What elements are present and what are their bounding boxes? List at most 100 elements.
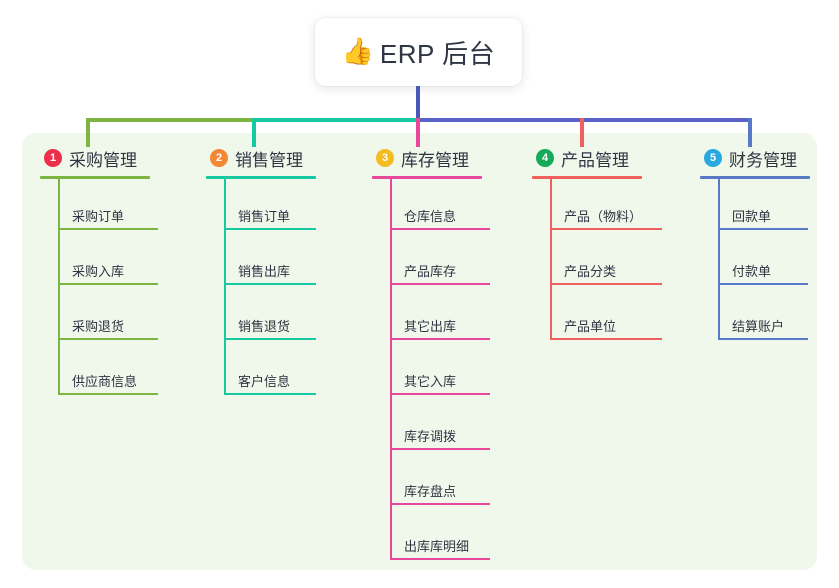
branch-item[interactable]: 仓库信息 — [372, 179, 490, 234]
branch-item[interactable]: 产品库存 — [372, 234, 490, 289]
branch-item-label: 销售订单 — [238, 209, 291, 224]
branch-item-rule — [390, 448, 490, 450]
branch-items: 回款单付款单结算账户 — [700, 179, 810, 344]
branch-drop-line — [252, 118, 256, 147]
bus-segment — [580, 118, 752, 122]
branch-label: 销售管理 — [235, 150, 303, 170]
branch-item[interactable]: 库存调拨 — [372, 399, 490, 454]
branch-drop-line — [580, 118, 584, 147]
branch-item-rule — [718, 283, 808, 285]
branch-header-rule — [700, 176, 810, 179]
branch-column-2: 2 销售管理销售订单销售出库销售退货客户信息 — [206, 146, 316, 399]
branch-label: 库存管理 — [401, 150, 469, 170]
branch-item[interactable]: 其它出库 — [372, 289, 490, 344]
branch-item-rule — [390, 503, 490, 505]
branch-items: 销售订单销售出库销售退货客户信息 — [206, 179, 316, 399]
branch-header-rule — [40, 176, 150, 179]
branch-drop-line — [748, 118, 752, 147]
branch-item-label: 其它出库 — [404, 319, 457, 334]
branch-item-rule — [390, 283, 490, 285]
branch-item-label: 产品库存 — [404, 264, 457, 279]
branch-item[interactable]: 采购入库 — [40, 234, 158, 289]
bus-segment — [416, 118, 584, 122]
branch-header-rule — [532, 176, 642, 179]
branch-item-label: 库存盘点 — [404, 484, 457, 499]
branch-label: 财务管理 — [729, 150, 797, 170]
root-stem-line — [416, 86, 420, 122]
branch-item[interactable]: 付款单 — [700, 234, 810, 289]
branch-header-1[interactable]: 1 采购管理 — [40, 146, 150, 170]
branch-column-3: 3 库存管理仓库信息产品库存其它出库其它入库库存调拨库存盘点出库库明细 — [372, 146, 490, 564]
branch-badge-3: 3 — [376, 149, 394, 167]
branch-item-label: 产品单位 — [564, 319, 617, 334]
branch-item-label: 采购入库 — [72, 264, 125, 279]
branch-item-rule — [718, 338, 808, 340]
branch-item-rule — [58, 338, 158, 340]
branch-spine — [550, 179, 552, 340]
branch-item-label: 产品分类 — [564, 264, 617, 279]
branch-item[interactable]: 回款单 — [700, 179, 810, 234]
root-title: ERP 后台 — [379, 38, 496, 69]
branches-panel — [22, 133, 817, 570]
branch-item[interactable]: 库存盘点 — [372, 454, 490, 509]
branch-item-rule — [224, 228, 316, 230]
branch-items: 采购订单采购入库采购退货供应商信息 — [40, 179, 158, 399]
branch-item[interactable]: 其它入库 — [372, 344, 490, 399]
branch-header-3[interactable]: 3 库存管理 — [372, 146, 482, 170]
branch-item-label: 仓库信息 — [404, 209, 457, 224]
branch-item-rule — [390, 228, 490, 230]
thumbs-up-icon: 👍 — [341, 36, 375, 66]
branch-header-2[interactable]: 2 销售管理 — [206, 146, 316, 170]
branch-items: 产品（物料） 产品分类产品单位 — [532, 179, 662, 344]
branch-item-label: 库存调拨 — [404, 429, 457, 444]
branch-item-rule — [224, 283, 316, 285]
branch-item[interactable]: 产品单位 — [532, 289, 662, 344]
branch-item[interactable]: 产品分类 — [532, 234, 662, 289]
branch-item[interactable]: 采购订单 — [40, 179, 158, 234]
branch-item-rule — [390, 338, 490, 340]
branch-item-rule — [550, 283, 662, 285]
branch-badge-2: 2 — [210, 149, 228, 167]
branch-spine — [390, 179, 392, 560]
branch-item[interactable]: 销售订单 — [206, 179, 316, 234]
branch-item-label: 销售出库 — [238, 264, 291, 279]
branch-item-label: 采购订单 — [72, 209, 125, 224]
branch-item-rule — [550, 338, 662, 340]
branch-item[interactable]: 销售出库 — [206, 234, 316, 289]
branch-item-rule — [224, 393, 316, 395]
branch-label: 采购管理 — [69, 150, 137, 170]
branch-item[interactable]: 供应商信息 — [40, 344, 158, 399]
branch-header-rule — [372, 176, 482, 179]
branch-item[interactable]: 客户信息 — [206, 344, 316, 399]
branch-item-rule — [58, 393, 158, 395]
branch-item-rule — [390, 393, 490, 395]
branch-item-rule — [224, 338, 316, 340]
branch-item[interactable]: 结算账户 — [700, 289, 810, 344]
branch-item-label: 产品（物料） — [564, 209, 643, 224]
branch-item-label: 客户信息 — [238, 374, 291, 389]
branch-item-rule — [550, 228, 662, 230]
branch-item[interactable]: 出库库明细 — [372, 509, 490, 564]
branch-item[interactable]: 产品（物料） — [532, 179, 662, 234]
branch-item-label: 回款单 — [732, 209, 772, 224]
branch-item-label: 结算账户 — [732, 319, 785, 334]
branch-badge-4: 4 — [536, 149, 554, 167]
branch-item-label: 采购退货 — [72, 319, 125, 334]
bus-segment — [252, 118, 420, 122]
branch-spine — [224, 179, 226, 395]
branch-drop-line — [86, 118, 90, 147]
root-node[interactable]: 👍 ERP 后台 — [315, 18, 522, 86]
branch-item-rule — [718, 228, 808, 230]
branch-item[interactable]: 销售退货 — [206, 289, 316, 344]
branch-spine — [58, 179, 60, 395]
branch-item[interactable]: 采购退货 — [40, 289, 158, 344]
branch-item-rule — [58, 283, 158, 285]
branch-badge-1: 1 — [44, 149, 62, 167]
bus-segment — [86, 118, 256, 122]
branch-item-label: 出库库明细 — [404, 539, 470, 554]
